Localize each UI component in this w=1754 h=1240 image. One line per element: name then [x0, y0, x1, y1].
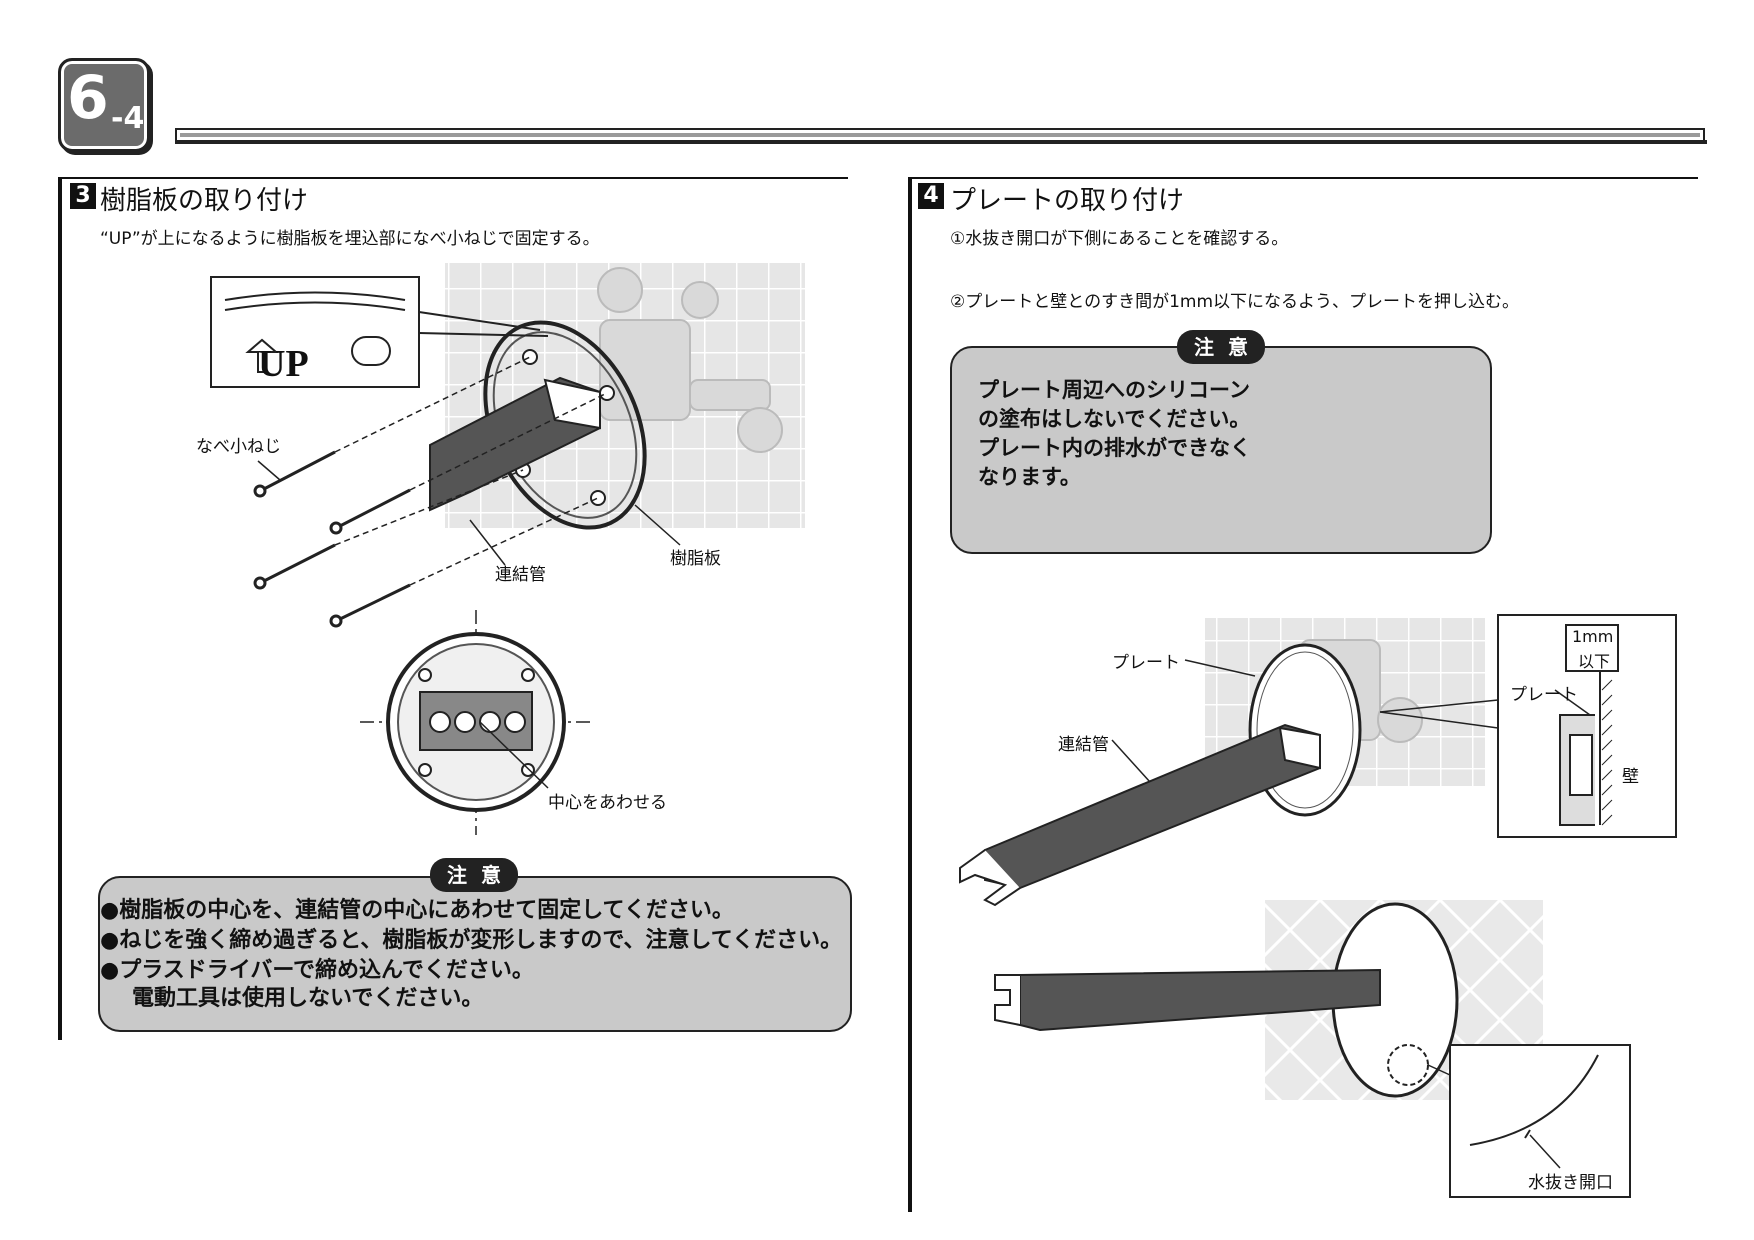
section3-caution-tag: 注意 — [430, 858, 518, 892]
chapter-badge: 6 -4 — [58, 58, 150, 152]
wall-label: 壁 — [1622, 767, 1639, 787]
caution3-line-2: ●ねじを強く締め過ぎると、樹脂板が変形しますので、注意してください。 — [100, 928, 843, 953]
caution3-line-4: 電動工具は使用しないでください。 — [132, 986, 484, 1011]
resin-plate-label: 樹脂板 — [670, 549, 721, 569]
section3-title: 樹脂板の取り付け — [100, 186, 309, 216]
gap-value-label: 1mm — [1572, 627, 1614, 646]
section3-caution-box — [98, 876, 852, 1032]
caution4-line-1: プレート周辺へのシリコーン — [978, 378, 1250, 402]
section3-rule — [58, 177, 848, 179]
section4-title: プレートの取り付け — [950, 186, 1185, 216]
section4-step2: ②プレートと壁とのすき間が1mm以下になるよう、プレートを押し込む。 — [950, 292, 1520, 312]
section4-side-bar — [908, 177, 912, 1212]
section4-rule — [908, 177, 1698, 179]
header-rule-shadow — [175, 140, 1707, 144]
section3-side-bar — [58, 177, 62, 1040]
plate-label: プレート — [1112, 653, 1180, 673]
pipe-label-2: 連結管 — [1058, 735, 1109, 755]
section4-caution-tag: 注意 — [1177, 330, 1265, 364]
section3-instruction: “UP”が上になるように樹脂板を埋込部になべ小ねじで固定する。 — [100, 229, 600, 249]
pipe-label: 連結管 — [495, 565, 546, 585]
detail-plate-label: プレート — [1510, 685, 1578, 705]
chapter-sub-number: -4 — [111, 101, 145, 136]
center-align-label: 中心をあわせる — [548, 793, 667, 813]
connecting-pipe-2 — [984, 723, 1321, 890]
caution4-line-4: なります。 — [978, 465, 1081, 489]
up-mark-label: UP — [258, 343, 309, 385]
section4-number: 4 — [918, 183, 944, 209]
caution3-line-1: ●樹脂板の中心を、連結管の中心にあわせて固定してください。 — [100, 898, 734, 923]
caution4-line-2: の塗布はしないでください。 — [978, 407, 1251, 431]
screw-label: なべ小ねじ — [196, 437, 281, 457]
section3-number: 3 — [70, 183, 96, 209]
chapter-number: 6 — [67, 63, 109, 133]
gap-below-label: 以下 — [1578, 652, 1611, 671]
caution4-line-3: プレート内の排水ができなく — [978, 436, 1251, 460]
caution3-line-3: ●プラスドライバーで締め込んでください。 — [100, 958, 534, 983]
section4-step1: ①水抜き開口が下側にあることを確認する。 — [950, 229, 1289, 249]
drain-opening-label: 水抜き開口 — [1528, 1173, 1613, 1193]
